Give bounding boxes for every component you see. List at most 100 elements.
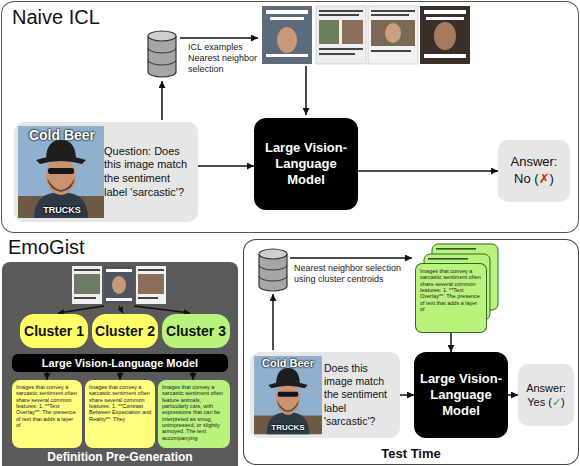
- text-slot: Cluster 1: [22, 315, 86, 347]
- meme-thumbnail: [385, 23, 401, 43]
- connector-arrow: [450, 332, 452, 352]
- connector-arrow: [508, 394, 518, 396]
- meme-thumbnail: [138, 269, 164, 271]
- annotation: Cold Beer: [256, 357, 320, 369]
- text-slot: Images that convey a sarcastic sentiment…: [16, 384, 79, 445]
- meme-thumbnail: [270, 17, 304, 20]
- box-text: Images that convey a sarcastic sentiment…: [16, 384, 79, 428]
- text-slot: Definition Pre-Generation: [2, 449, 238, 465]
- meme-thumbnail: [371, 50, 411, 52]
- box-text: Answer: No (✗): [502, 154, 566, 188]
- flow-arrow: [180, 37, 258, 39]
- definition-box: Images that convey a sarcastic sentiment…: [85, 380, 155, 448]
- flow-arrow: [134, 306, 190, 313]
- meme-thumbnail: [112, 276, 126, 294]
- flow-arrow: [272, 294, 274, 350]
- text-slot: Images that convey a sarcastic sentiment…: [420, 268, 483, 329]
- meme-thumbnail: [72, 266, 102, 304]
- connector-arrow: [400, 394, 414, 396]
- database-icon: [148, 31, 176, 41]
- annotation: TRUCKS: [256, 423, 320, 432]
- model-bar: Large Vision-Language Model: [12, 354, 228, 372]
- cluster-box: Cluster 3: [162, 314, 230, 348]
- meme-photo: [48, 168, 74, 174]
- text-slot: Answer: No (✗): [502, 142, 566, 200]
- meme-thumbnail: [426, 17, 464, 20]
- meme-thumbnail: [316, 6, 366, 64]
- definition-box: Images that convey a sarcastic sentiment…: [158, 380, 230, 448]
- cluster-box: Cluster 2: [92, 314, 158, 348]
- definition-card-stack: [428, 258, 468, 260]
- annotation: ICL examples Nearest neighbor selection: [188, 42, 262, 74]
- meme-photo: [47, 178, 75, 192]
- status-mark: ✗: [539, 171, 550, 186]
- model-box: Large Vision-Language Model: [254, 118, 358, 210]
- text-slot: Cluster 3: [164, 315, 228, 347]
- box-text: Test Time: [244, 446, 578, 461]
- meme-thumbnail: [424, 10, 466, 14]
- text-slot: Images that convey a sarcastic sentiment…: [162, 384, 227, 445]
- flow-arrow: [58, 306, 104, 313]
- meme-thumbnail: [424, 54, 466, 58]
- meme-thumbnail: [420, 6, 470, 64]
- meme-thumbnail: [72, 266, 102, 304]
- meme-thumbnail: [319, 14, 359, 16]
- box-text: Cluster 2: [94, 323, 156, 339]
- text-slot: Images that convey a sarcastic sentiment…: [89, 384, 152, 445]
- meme-thumbnail: [266, 54, 308, 57]
- answer-box: Answer: Yes (✓): [518, 364, 574, 426]
- box-text: Cluster 1: [22, 323, 86, 339]
- flow-arrow: [305, 66, 307, 115]
- meme-thumbnail: [371, 14, 409, 16]
- database-icon: [259, 265, 287, 281]
- meme-thumbnail: [262, 6, 312, 64]
- connector-arrow: [358, 170, 498, 172]
- box-text: Does this image match the sentiment labe…: [324, 362, 397, 428]
- connector-arrow: [46, 372, 48, 380]
- annotation: Cold Beer: [20, 127, 104, 143]
- cluster-box: Cluster 1: [20, 314, 88, 348]
- connector-arrow: [198, 165, 254, 167]
- box-text: Images that convey a sarcastic sentiment…: [162, 384, 227, 441]
- meme-photo: [46, 140, 76, 160]
- box-text: Naive ICL: [12, 6, 100, 29]
- connector-arrow: [192, 372, 194, 380]
- meme-photo: [278, 392, 299, 397]
- meme-thumbnail: [368, 6, 418, 64]
- meme-photo: [18, 126, 104, 218]
- meme-thumbnail: [420, 6, 470, 64]
- definition-card: Images that convey a sarcastic sentiment…: [416, 264, 486, 332]
- annotation: TRUCKS: [24, 205, 100, 215]
- box-text: Large Vision-Language Model: [258, 140, 354, 189]
- meme-thumbnail: [106, 269, 132, 272]
- text-slot: Does this image match the sentiment labe…: [324, 355, 397, 435]
- box-text: Large Vision-Language Model: [418, 371, 504, 420]
- status-mark: ✓: [552, 396, 561, 408]
- text-slot: Question: Does this image match the sent…: [104, 126, 194, 218]
- meme-thumbnail: [319, 48, 363, 50]
- meme-thumbnail: [106, 298, 132, 301]
- meme-thumbnail: [371, 10, 415, 12]
- model-box: Large Vision-Language Model: [414, 352, 508, 438]
- flow-arrow: [119, 306, 123, 313]
- flow-arrow: [290, 257, 412, 259]
- meme-thumbnail: [262, 6, 312, 64]
- section-title: EmoGist: [8, 236, 85, 259]
- text-slot: Naive ICL: [12, 6, 212, 34]
- meme-photo: [276, 368, 300, 385]
- meme-thumbnail: [371, 20, 415, 46]
- box-text: Images that convey a sarcastic sentiment…: [89, 384, 152, 422]
- definition-box: Images that convey a sarcastic sentiment…: [12, 380, 82, 448]
- text-slot: Test Time: [244, 444, 578, 462]
- database-icon: [148, 48, 176, 65]
- database-icon: [259, 249, 287, 259]
- meme-thumbnail: [319, 20, 339, 44]
- meme-thumbnail: [266, 10, 308, 14]
- flow-arrow: [58, 306, 190, 313]
- meme-thumbnail: [319, 10, 363, 12]
- definition-card-stack: [436, 248, 476, 250]
- database-icon: [148, 31, 176, 77]
- connector-arrow: [119, 372, 121, 380]
- meme-thumbnail: [136, 266, 166, 304]
